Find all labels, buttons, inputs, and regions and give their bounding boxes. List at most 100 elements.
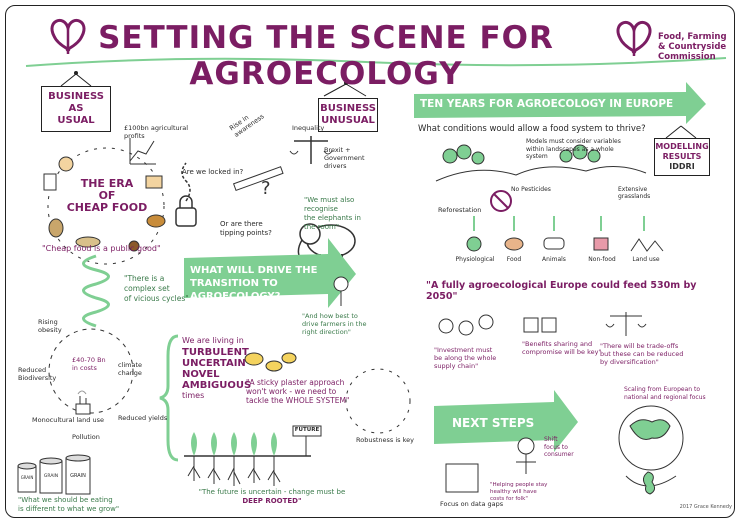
tradeoffs-line-2: but these can be reduced [600,350,684,358]
output-label-animals: Animals [542,256,566,263]
artist-credit: 2017 Grace Kennedy [679,504,732,510]
shift-focus-label: Shift focus to consumer [544,436,584,459]
people-line-3: costs for folk" [490,496,528,502]
output-label-food: Food [506,256,522,263]
tradeoffs-line-1: "There will be trade-offs [600,342,679,350]
era-of-cheap-food: THE ERA OF CHEAP FOOD [62,178,152,214]
tradeoffs-line-3: by diversification" [600,358,659,366]
invest-line-3: supply chain" [434,362,479,370]
uncertain-word: UNCERTAIN [182,358,246,369]
times-word: times [182,391,205,400]
next-steps-banner: NEXT STEPS [452,416,535,430]
modelling-results-sign: MODELLING RESULTS IDDRI [654,138,710,176]
how-best-quote: "And how best to drive farmers in the ri… [302,312,372,336]
models-note: Models must consider variables within la… [526,138,621,160]
living-line: We are living in [182,336,244,345]
org-line-3: Commission [658,52,716,62]
turbulent-word: TURBULENT [182,347,249,358]
people-quote: "Helping people stay healthy will have c… [490,482,550,503]
cheap-food-quote: "Cheap food is a public good" [42,244,161,253]
uk-map-icon [642,471,656,495]
reduced-biodiversity-label: Reduced Biodiversity [18,366,57,382]
drive-transition-question: WHAT WILL DRIVE THE TRANSITION TO AGROEC… [190,264,330,303]
plaster-line-2: won't work - we need to [246,387,337,396]
output-label-landuse: Land use [632,256,660,263]
business-as-usual-sign: BUSINESS AS USUAL [41,86,111,132]
costs-label: £40-70 Bn in costs [72,356,106,372]
scaling-line-2: national and regional focus [624,393,706,401]
eating-line-2: is different to what we grow" [18,505,120,513]
elephant-line-1: "We must also recognise [304,196,355,213]
elephant-line-3: the room" [304,223,340,231]
complex-line-3: of vicious cycles" [124,294,189,303]
invest-line-2: be along the whole [434,354,497,362]
business-unusual-sign: BUSINESS UNUSUAL [318,98,378,132]
no-pesticides-label: No Pesticides [511,186,551,193]
benefits-line-2: compromise will be key" [522,348,602,356]
elephant-line-2: the elephants in [304,214,361,222]
people-line-2: healthy will have [490,489,537,495]
modelling-line-1: MODELLING [655,142,709,151]
living-in-times: We are living in TURBULENT UNCERTAIN NOV… [182,336,272,400]
how-line-1: "And how best to [302,312,358,320]
plaster-line-1: "A sticky plaster approach [246,378,345,387]
modelling-line-2: RESULTS [662,152,702,161]
org-line-1: Food, Farming [658,32,727,42]
robustness-label: Robustness is key [356,436,414,444]
future-sign-label: FUTURE [294,427,320,433]
bu-line-2: UNUSUAL [321,115,375,126]
bau-line-3: USUAL [57,115,95,126]
conditions-question: What conditions would allow a food syste… [418,124,646,134]
shift-line-3: consumer [544,451,574,458]
how-line-2: drive farmers in the [302,320,367,328]
org-name: Food, Farming & Countryside Commission [658,32,728,62]
scaling-line-1: Scaling from European to [624,386,701,393]
climate-change-label: climate change [118,361,143,377]
can-label-1: GRAIN [20,475,34,480]
bees-icon [244,352,297,372]
deep-line-2: DEEP ROOTED" [242,497,302,505]
tradeoff-scales-icon [605,312,647,336]
pollution-label: Pollution [72,433,100,441]
extensive-grasslands-label: Extensive grasslands [618,186,651,200]
deep-rooted-quote: "The future is uncertain - change must b… [182,488,362,506]
benefit-sharing-icon [523,317,557,333]
pollution-factory-icon [75,390,91,415]
tradeoffs-quote: "There will be trade-offs but these can … [600,342,690,366]
brexit-label: Brexit + Government drivers [324,146,365,170]
output-label-physiological: Physiological [455,256,495,263]
can-label-2: GRAIN [43,474,59,479]
sketchnote-board: ? [5,5,735,518]
monocultural-label: Monocultural land use [32,416,104,424]
tipping-points-label: Or are there tipping points? [220,220,300,238]
reduced-yields-label: Reduced yields [118,414,168,422]
scales-icon [289,136,333,164]
board-decorations: ? [17,18,727,495]
ambiguous-word: AMBIGUOUS [182,380,252,391]
novel-word: NOVEL [182,369,220,380]
era-line-3: CHEAP FOOD [66,201,148,214]
vicious-cycles-quote: "There is a complex set of vicious cycle… [124,274,204,304]
reforestation-label: Reforestation [438,206,482,214]
benefits-quote: "Benefits sharing and compromise will be… [522,340,602,356]
plaster-line-3: tackle the WHOLE SYSTEM" [246,396,350,405]
locked-in-label: Are we locked in? [182,168,244,176]
output-icons [466,236,664,252]
deep-roots-icon [187,456,281,486]
modelling-line-3: IDDRI [669,162,695,171]
tipping-line-2: tipping points? [220,229,272,237]
shift-line-1: Shift [544,436,558,443]
profits-label: £100bn agricultural profits [124,124,189,140]
deep-line-1: "The future is uncertain - change must b… [198,488,346,496]
ten-years-banner: TEN YEARS FOR AGROECOLOGY IN EUROPE [420,98,674,110]
eating-quote: "What we should be eating is different t… [18,496,168,514]
how-line-3: right direction" [302,328,351,336]
inequality-label: Inequality [292,124,325,132]
bau-line-2: AS [68,103,84,114]
supply-chain-icon [438,314,494,336]
page-title: SETTING THE SCENE FOR AGROECOLOGY [98,20,554,92]
food-items-icon [43,156,166,252]
eating-line-1: "What we should be eating [18,496,113,504]
shift-line-2: focus to [544,443,568,451]
europe-globe-icon [618,405,684,487]
